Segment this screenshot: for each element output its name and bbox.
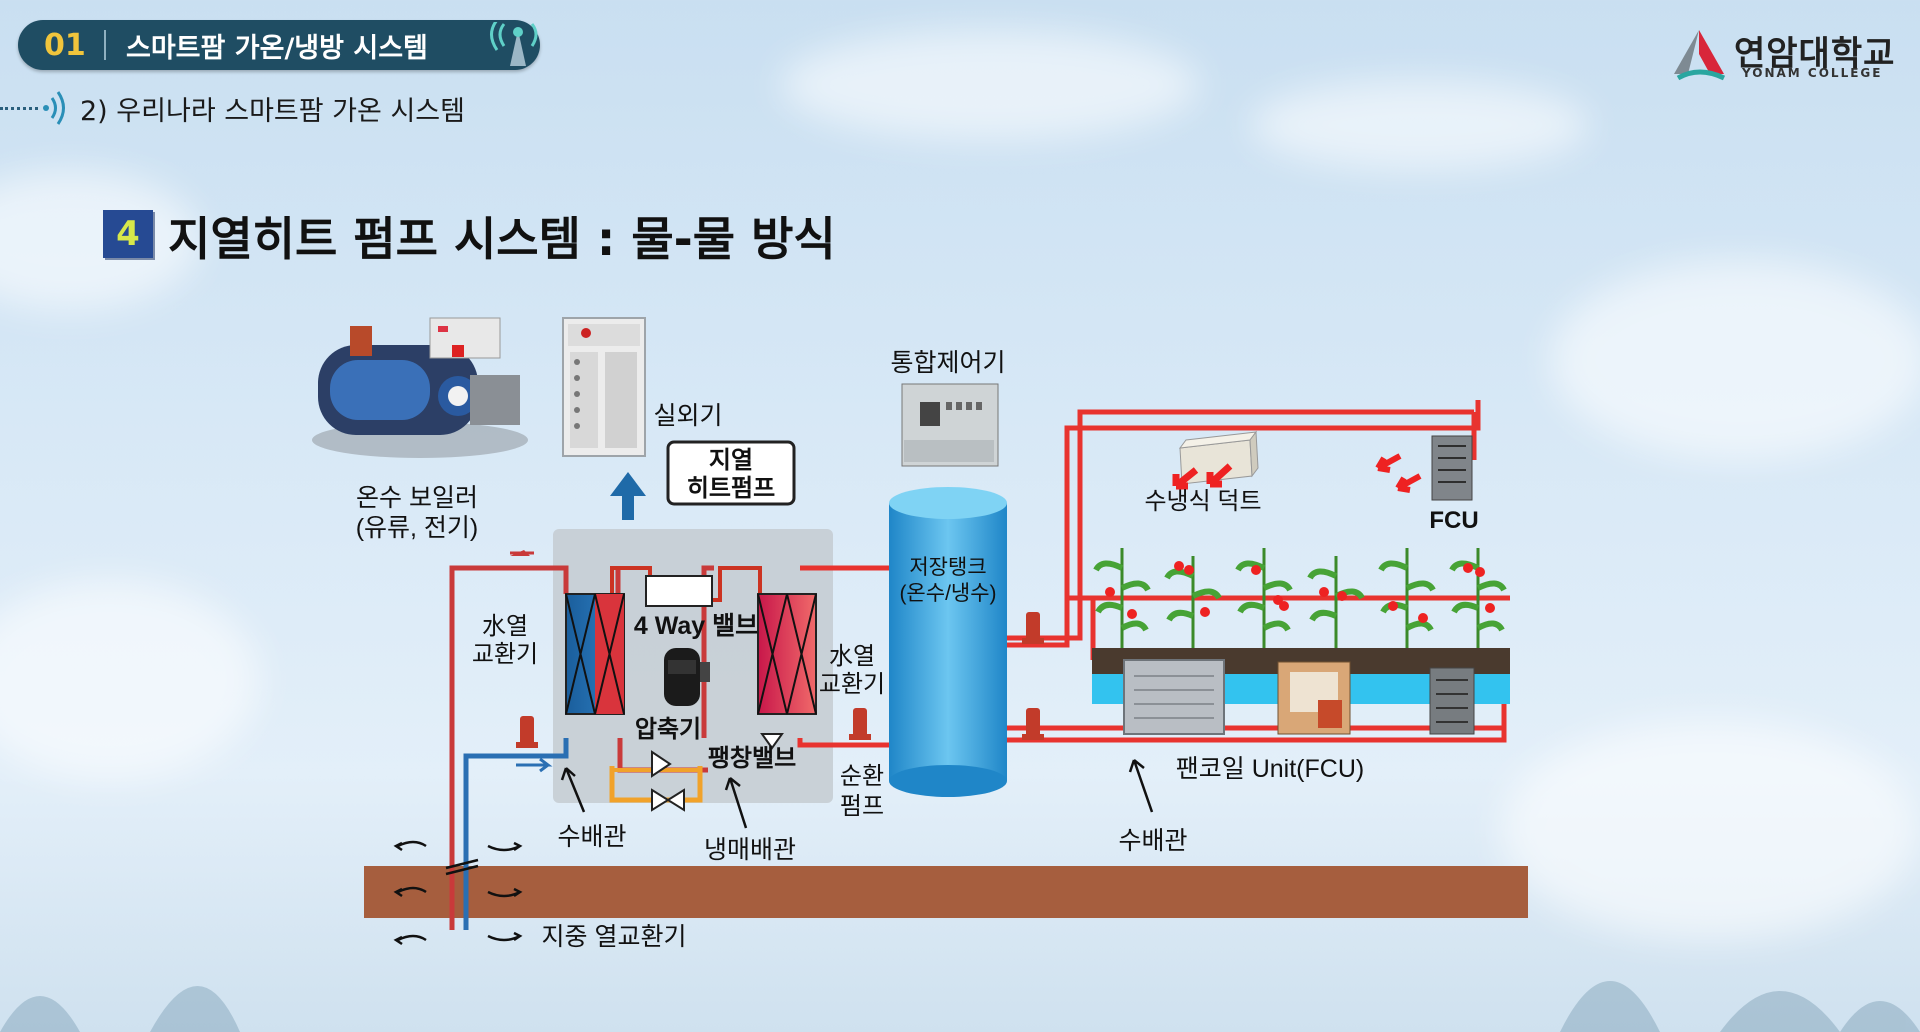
boiler-label-2: (유류, 전기) [356, 514, 479, 542]
flow-arrow-icon [516, 757, 553, 773]
fcu-label: FCU [1429, 507, 1478, 534]
storage-tank [889, 487, 1007, 797]
subtitle-row: 2) 우리나라 스마트팜 가온 시스템 [0, 88, 465, 128]
fan-coil-unit-small [1429, 667, 1475, 735]
chapter-number: 01 [44, 27, 86, 63]
hx-left-label-1: 水열 [482, 613, 528, 640]
college-emblem-icon [1674, 30, 1726, 81]
pointer-arrows [560, 759, 1154, 829]
fcu-wall-unit [1375, 435, 1473, 501]
hx-right-label-2: 교환기 [819, 671, 885, 698]
chapter-header: 01 스마트팜 가온/냉방 시스템 [18, 20, 540, 70]
geo-heatpump-label-1: 지열 [709, 447, 753, 474]
controller-label: 통합제어기 [890, 349, 1005, 377]
four-way-valve-label: 4 Way 밸브 [634, 612, 758, 640]
hot-water-boiler [312, 317, 528, 458]
geo-heatpump-label-2: 히트펌프 [687, 475, 775, 502]
outdoor-unit-label: 실외기 [653, 402, 722, 430]
subtitle: 2) 우리나라 스마트팜 가온 시스템 [80, 95, 465, 127]
background-cloud [1550, 260, 1920, 460]
background-cloud [1500, 720, 1920, 940]
decorative-plants [0, 981, 1920, 1032]
expansion-valve [651, 733, 784, 812]
refrigerant-pipe-label: 냉매배관 [704, 836, 796, 864]
circulation-pumps [516, 612, 1044, 748]
water-pipe-label-left: 수배관 [557, 823, 626, 851]
water-pipe-label-right: 수배관 [1118, 827, 1187, 855]
integrated-controller [901, 383, 999, 467]
chapter-divider [104, 30, 106, 60]
four-way-valve-body [645, 575, 713, 607]
compressor-label: 압축기 [635, 716, 701, 743]
background-cloud [780, 30, 1200, 140]
duct-label: 수냉식 덕트 [1144, 488, 1261, 515]
circulation-pump-label-1: 순환 [840, 763, 884, 790]
section-number-badge: 4 [103, 210, 153, 258]
ground-heat-exchanger-label: 지중 열교환기 [542, 923, 687, 951]
fan-coil-unit-open [1277, 661, 1351, 735]
college-name: 연암대학교 [1734, 34, 1896, 74]
background-cloud [0, 580, 260, 780]
hx-right-label-1: 水열 [829, 643, 875, 670]
tomato-plants [1093, 548, 1507, 648]
outdoor-unit [562, 317, 646, 457]
ground-layer [364, 866, 1528, 918]
tank-label-2: (온수/냉수) [899, 582, 996, 605]
left-water-heat-exchanger [565, 593, 625, 715]
ground-heat-flow-arrows [393, 840, 523, 946]
hx-left-label-2: 교환기 [472, 641, 538, 668]
signal-tower-icon [490, 22, 538, 66]
chapter-title: 스마트팜 가온/냉방 시스템 [126, 32, 428, 64]
water-cooled-duct [1172, 430, 1259, 490]
geo-heatpump-box [666, 440, 796, 506]
college-logo: 연암대학교 YONAM COLLEGE [1670, 24, 1910, 84]
right-water-heat-exchanger [757, 593, 817, 715]
boiler-label-1: 온수 보일러 [356, 484, 478, 512]
background-cloud [1250, 80, 1590, 170]
upward-arrow-icon [610, 472, 646, 520]
college-english-name: YONAM COLLEGE [1742, 66, 1883, 80]
tank-label-1: 저장탱크 [909, 556, 986, 579]
fan-coil-unit-floor [1123, 659, 1225, 735]
dotted-leader [0, 106, 38, 110]
section-title: 지열히트 펌프 시스템 : 물-물 방식 [168, 212, 836, 266]
circulation-pump-label-2: 펌프 [840, 793, 884, 820]
signal-waves-icon [43, 91, 65, 125]
background-cloud [0, 170, 200, 310]
compressor [664, 648, 710, 706]
fan-coil-unit-label: 팬코일 Unit(FCU) [1176, 755, 1364, 783]
expansion-valve-label: 팽창밸브 [708, 745, 796, 772]
